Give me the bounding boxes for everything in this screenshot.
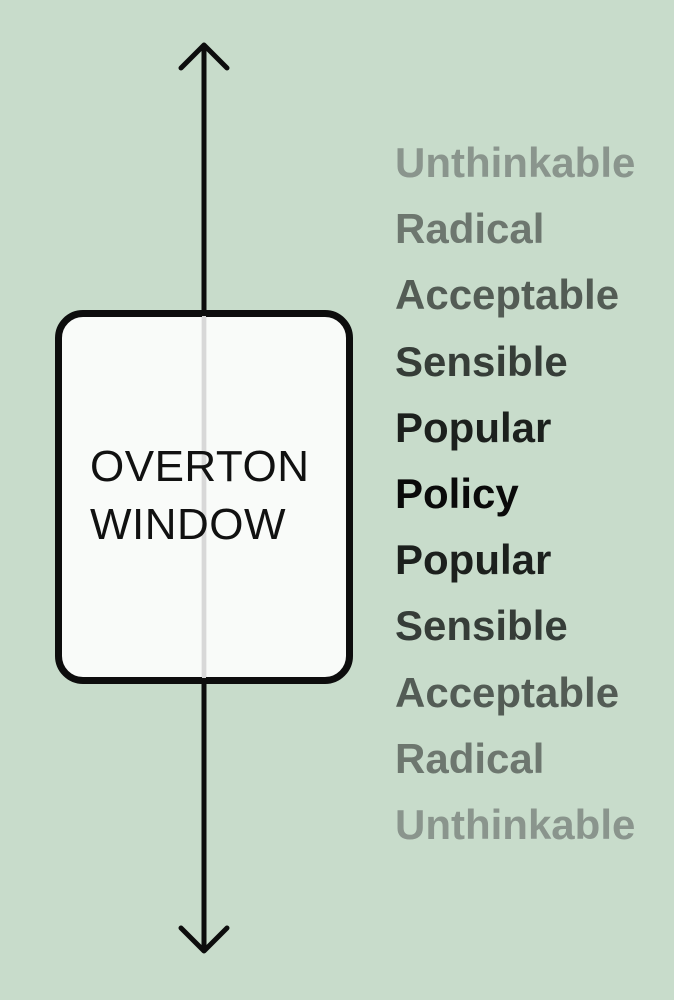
scale-item: Acceptable bbox=[395, 271, 620, 319]
arrow-down-icon bbox=[178, 925, 230, 954]
scale-item: Sensible bbox=[395, 337, 568, 385]
scale-item: Popular bbox=[395, 403, 552, 451]
window-label-line-2: WINDOW bbox=[90, 500, 287, 549]
scale-item: Acceptable bbox=[395, 668, 620, 716]
overton-window-label: OVERTON WINDOW bbox=[90, 438, 330, 554]
window-label-line-1: OVERTON bbox=[90, 442, 310, 491]
scale-item: Unthinkable bbox=[395, 139, 636, 186]
scale-item: Sensible bbox=[395, 602, 568, 650]
scale-item-policy: Policy bbox=[395, 469, 519, 517]
scale-item: Unthinkable bbox=[395, 800, 636, 848]
scale-item: Popular bbox=[395, 536, 552, 584]
acceptability-scale: Unthinkable Radical Acceptable Sensible … bbox=[395, 136, 635, 864]
arrow-up-icon bbox=[178, 42, 230, 71]
scale-item: Radical bbox=[395, 734, 545, 782]
scale-item: Radical bbox=[395, 205, 545, 253]
